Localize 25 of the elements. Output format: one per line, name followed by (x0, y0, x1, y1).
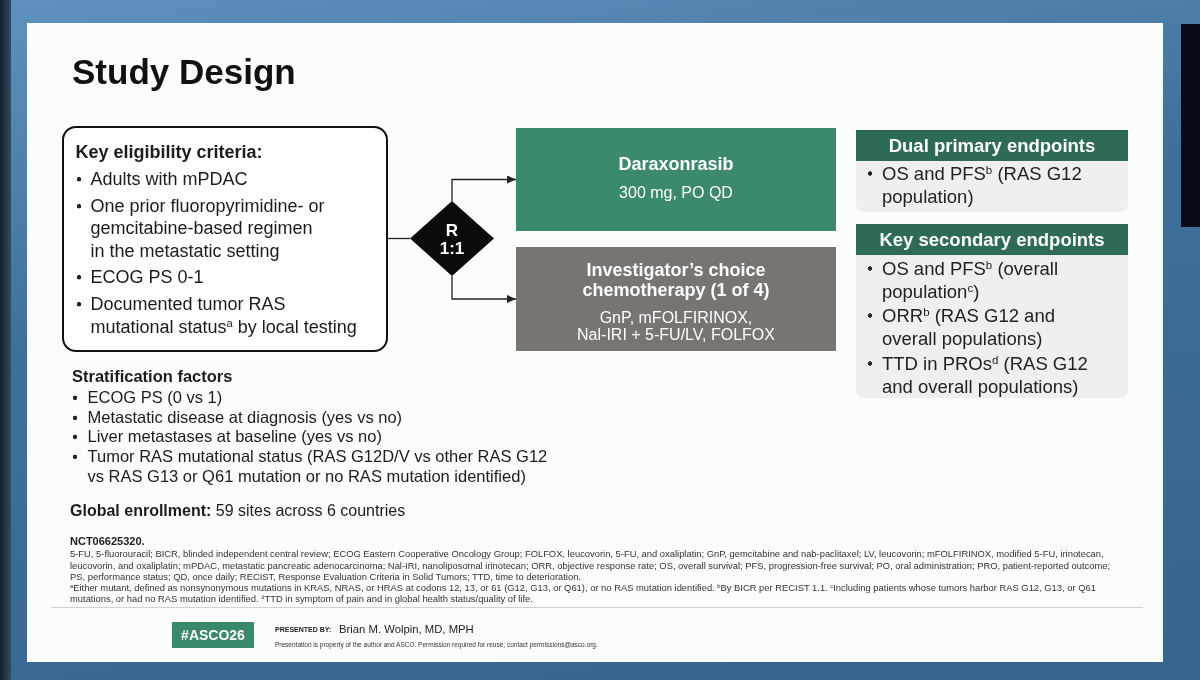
arm-detail: 300 mg, PO QD (619, 183, 733, 202)
section-header: Dual primary endpoints (856, 130, 1128, 161)
abbreviations-note: 5-FU, 5-fluorouracil; BICR, blinded independent central review; ECOG Eastern Cooperative Oncology Group; FOLFOX, leucovorin, 5-FU, and oxaliplatin; GnP, gemcitabine and nab-paclitaxel; LV, leucovorin; mFOLFIRINOX, modified 5-FU, irinotecan, leucovorin, and oxaliplatin; mPDAC, metastatic pancreatic adenocarcinoma; Nal-IRI, nanoliposomal irinotecan; ORR, objective response rate; OS, overall survival; PFS, progression-free survival; PO, oral administration; PRO, patient-reported outcome; PS, performance status; QD, once daily; RECIST, Response Evaluation Criteria in Solid Tumors; TTD, time to deterioration. (70, 548, 1112, 583)
arrow (451, 175, 517, 202)
randomization-label: R 1:1 (439, 221, 465, 258)
arm-title: Daraxonrasib (618, 153, 734, 175)
presenter-name: Brian M. Wolpin, MD, MPH (339, 622, 474, 636)
endpoint-panel (856, 130, 1128, 212)
criteria-heading: Key eligibility criteria: (75, 141, 263, 164)
hashtag-badge: #ASCO26 (172, 621, 254, 648)
footnote: $^{a}$Either mutant, defined as nonsynonymous mutations in KRAS, NRAS, or HRAS at codons 12, 13, or 61 (G12, G13, or Q61), or no RAS mutation identified. $^{b}$By BICR per RECIST 1.1. $^{c}$Including patients whose tumors harbor RAS G12, G13, or Q61 mutations, or had no RAS mutation identified. $^{d}$TTD in symptom of pain and in global health status/quality of life. (70, 582, 1097, 605)
criteria-panel (62, 126, 388, 352)
endpoint-panel (856, 224, 1128, 398)
treatment-arm-panel (516, 247, 836, 351)
enrollment-note: Global enrollment: 59 sites across 6 countries (70, 500, 406, 520)
arm-title: Investigator’s choice chemotherapy (1 of 4) (581, 260, 771, 300)
section-header: Key secondary endpoints (856, 224, 1128, 255)
connector-line (387, 237, 411, 240)
slide-title: Study Design (72, 52, 296, 92)
trial-id: NCT06625320. (70, 534, 145, 548)
arrow (451, 275, 517, 303)
randomization-diamond (410, 201, 494, 276)
treatment-arm-panel (516, 128, 836, 231)
section-heading: Stratification factors (72, 367, 233, 387)
arm-detail: GnP, mFOLFIRINOX, Nal-IRI + 5-FU/LV, FOLFOX (576, 308, 776, 343)
